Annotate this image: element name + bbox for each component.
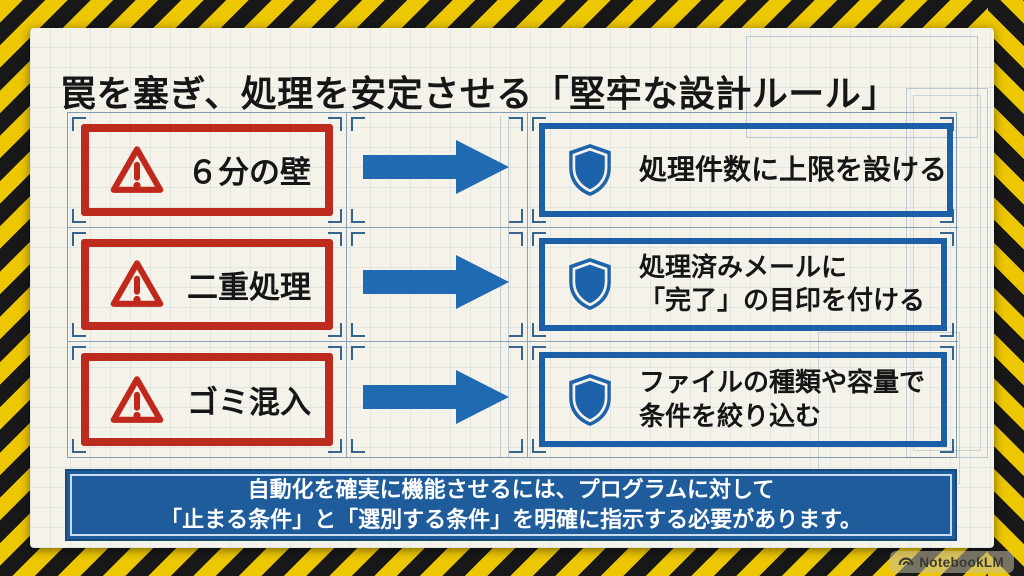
slide-title: 罠を塞ぎ、処理を安定させる「堅牢な設計ルール」 <box>60 73 898 115</box>
rule-text-line1: ファイルの種類や容量で <box>639 366 926 397</box>
rule-box-3: ファイルの種類や容量で 条件を絞り込む <box>539 352 947 447</box>
table-cell-rule-3: ファイルの種類や容量で 条件を絞り込む <box>528 342 958 457</box>
trap-rule-table: ６分の壁 処理件数に上限を設ける <box>67 112 958 458</box>
rule-box-2: 処理済みメールに 「完了」の目印を付ける <box>539 237 947 332</box>
right-arrow-icon <box>363 368 511 431</box>
rule-text-line1: 処理件数に上限を設ける <box>639 153 948 185</box>
table-cell-rule-1: 処理件数に上限を設ける <box>528 113 958 228</box>
rule-box-1: 処理件数に上限を設ける <box>539 123 954 217</box>
shield-icon <box>567 257 613 311</box>
shield-icon <box>567 373 613 427</box>
warning-triangle-icon <box>109 145 165 195</box>
rule-text: 処理済みメールに 「完了」の目印を付ける <box>639 251 925 319</box>
table-cell-trap-1: ６分の壁 <box>68 113 347 228</box>
warning-triangle-icon <box>109 375 165 425</box>
summary-banner: 自動化を確実に機能させるには、プログラムに対して 「止まる条件」と「選別する条件… <box>65 469 957 541</box>
hazard-stripe-border-right <box>988 0 1024 576</box>
table-cell-arrow-3 <box>347 342 528 457</box>
rule-text: ファイルの種類や容量で 条件を絞り込む <box>639 366 925 434</box>
trap-box-1: ６分の壁 <box>81 124 333 216</box>
trap-label: ６分の壁 <box>187 155 311 191</box>
right-arrow-icon <box>363 253 511 316</box>
trap-box-3: ゴミ混入 <box>81 353 333 446</box>
trap-box-2: 二重処理 <box>81 238 333 331</box>
watermark-label: NotebookLM <box>919 554 1004 570</box>
trap-label: 二重処理 <box>187 269 311 305</box>
table-cell-trap-3: ゴミ混入 <box>68 342 347 457</box>
table-cell-arrow-2 <box>347 227 528 343</box>
summary-line2: 「止まる条件」と「選別する条件」を明確に指示する必要があります。 <box>160 507 862 532</box>
warning-triangle-icon <box>109 259 165 309</box>
table-cell-trap-2: 二重処理 <box>68 227 347 343</box>
notebooklm-logo-icon <box>898 555 914 570</box>
rule-text: 処理件数に上限を設ける <box>639 152 947 188</box>
rule-text-line1: 処理済みメールに <box>639 251 848 282</box>
table-cell-rule-2: 処理済みメールに 「完了」の目印を付ける <box>528 227 958 343</box>
table-cell-arrow-1 <box>347 113 528 228</box>
summary-banner-inner: 自動化を確実に機能させるには、プログラムに対して 「止まる条件」と「選別する条件… <box>70 474 952 536</box>
shield-icon <box>567 143 613 197</box>
trap-label: ゴミ混入 <box>187 385 311 421</box>
right-arrow-icon <box>363 138 511 201</box>
notebooklm-watermark: NotebookLM <box>890 551 1014 573</box>
rule-text-line2: 条件を絞り込む <box>639 400 822 431</box>
summary-line1: 自動化を確実に機能させるには、プログラムに対して <box>247 476 775 502</box>
rule-text-line2: 「完了」の目印を付ける <box>639 285 926 316</box>
blueprint-slide-card: 罠を塞ぎ、処理を安定させる「堅牢な設計ルール」 ６分の壁 <box>30 28 994 548</box>
